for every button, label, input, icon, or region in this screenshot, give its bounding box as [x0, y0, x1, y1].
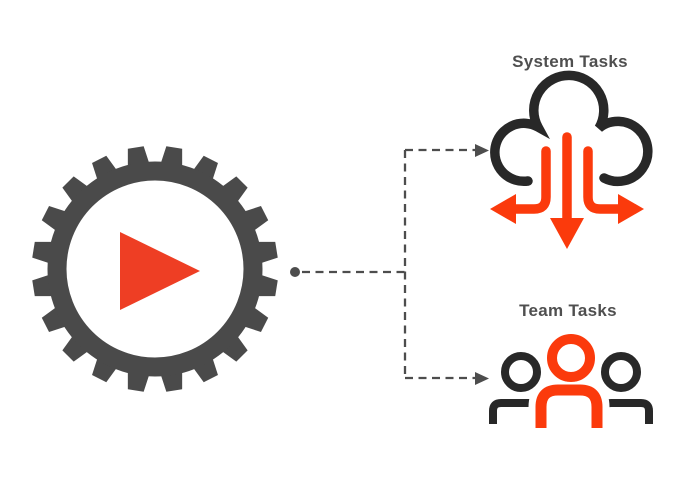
right-person-head — [601, 352, 641, 392]
right-out-arrow-line — [583, 146, 623, 214]
connector-origin-dot — [290, 267, 300, 277]
right-person-shoulders — [599, 399, 653, 424]
play-icon — [120, 232, 200, 310]
center-person-head — [547, 334, 595, 382]
down-arrowhead — [550, 218, 584, 249]
system-tasks-label: System Tasks — [512, 52, 628, 71]
dashed-arrow-connector — [290, 144, 489, 385]
right-arrowhead — [618, 194, 644, 224]
team-group-icon — [489, 326, 653, 429]
distribute-arrow-heads — [490, 194, 644, 249]
center-person-shoulders — [535, 384, 603, 428]
team-tasks-label: Team Tasks — [519, 301, 617, 320]
left-person-head — [501, 352, 541, 392]
arrowhead-to-team-tasks — [475, 372, 489, 385]
cloud-distribute-icon — [490, 70, 653, 249]
center-person — [535, 334, 603, 428]
distribute-arrow-lines — [511, 132, 623, 227]
cloud-outline — [490, 70, 653, 187]
left-arrowhead — [490, 194, 516, 224]
arrowhead-to-system-tasks — [475, 144, 489, 157]
gear-ring — [47, 161, 263, 377]
gear-play-icon — [31, 145, 279, 393]
left-out-arrow-line — [511, 146, 551, 214]
